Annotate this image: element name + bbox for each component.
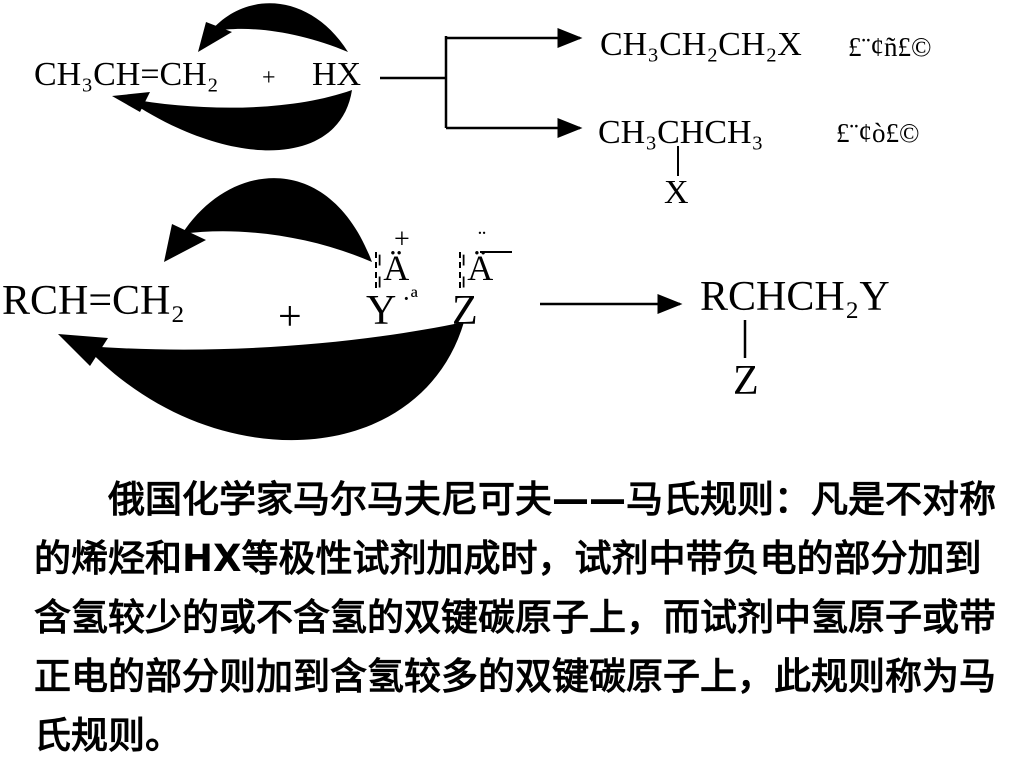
product-minor-label: £¨¢ò£© bbox=[836, 118, 920, 148]
charge-negative-delta: ¦Ä bbox=[460, 248, 494, 288]
curved-arrow-top-2-head bbox=[164, 224, 206, 262]
markovnikov-rule-paragraph: 俄国化学家马尔马夫尼可夫——马氏规则：凡是不对称的烯烃和HX等极性试剂加成时，试… bbox=[34, 478, 996, 757]
curved-arrow-bottom-2-head bbox=[58, 334, 108, 366]
curved-arrow-top-2 bbox=[182, 178, 372, 262]
curved-arrow-bottom-2 bbox=[85, 322, 464, 441]
plus-sign-2: + bbox=[278, 294, 302, 340]
curved-arrow-bottom-1-head bbox=[112, 92, 150, 112]
reagent-y: Y bbox=[366, 288, 397, 334]
product-main: RCHCH₂Y bbox=[700, 274, 890, 320]
product-substituent: Z bbox=[733, 358, 759, 404]
curved-arrow-top-1-head bbox=[198, 22, 232, 52]
reagent-hx: HX bbox=[312, 56, 362, 93]
charge-positive-delta: ¦Ä bbox=[376, 248, 410, 288]
reagent-bond-dot: ·ª bbox=[402, 284, 418, 313]
product-major-label: £¨¢ñ£© bbox=[848, 32, 932, 62]
product-minor: CH₃CHCH₃ bbox=[598, 114, 764, 151]
product-minor-substituent: X bbox=[664, 174, 689, 211]
reaction-scheme-graphics bbox=[58, 3, 747, 441]
charge-negative-sign: ¨ bbox=[478, 227, 486, 253]
product-major: CH₃CH₂CH₂X bbox=[600, 26, 802, 63]
reactant-alkene: RCH=CH₂ bbox=[2, 278, 186, 324]
plus-sign-1: + bbox=[262, 65, 276, 91]
curved-arrow-bottom-1 bbox=[125, 90, 352, 151]
curved-arrow-top-1 bbox=[210, 3, 348, 52]
reactant-propene: CH₃CH=CH₂ bbox=[34, 56, 219, 93]
charge-positive-sign: + bbox=[394, 224, 410, 255]
